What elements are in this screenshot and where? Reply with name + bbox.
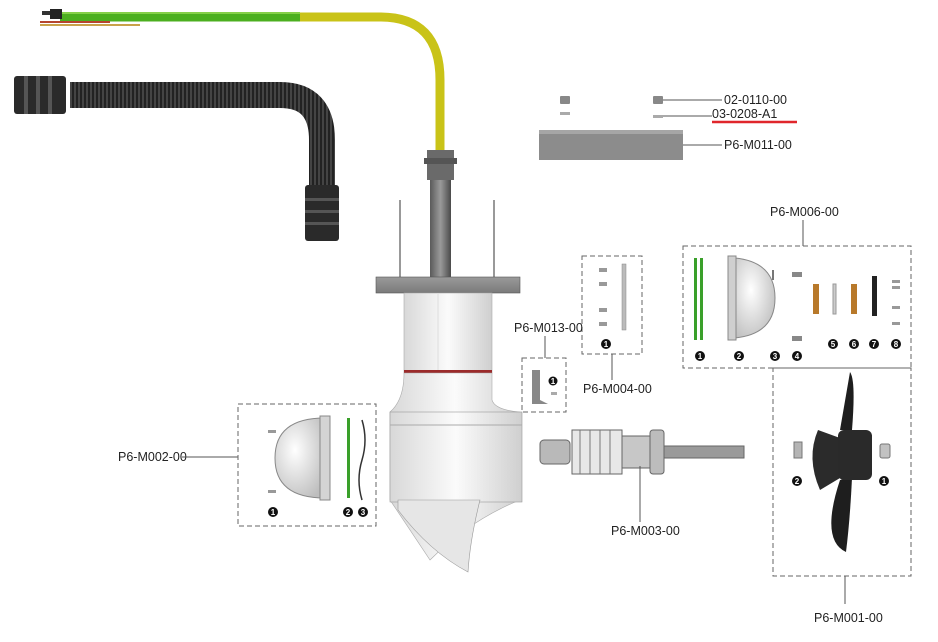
label-p6-m011-00: P6-M011-00 (724, 138, 792, 152)
label-p6-m001-00: P6-M001-00 (814, 611, 883, 625)
kit-m002-parts (268, 415, 366, 501)
label-03-0208-A1: 03-0208-A1 (712, 107, 777, 121)
svg-text:2: 2 (737, 352, 742, 361)
callouts-m002: 1 2 3 (268, 507, 368, 517)
kit-box-m004 (581, 255, 643, 355)
top-hardware (539, 96, 683, 160)
svg-text:1: 1 (882, 477, 887, 486)
label-p6-m002-00: P6-M002-00 (118, 450, 187, 464)
svg-text:2: 2 (346, 508, 351, 517)
power-cable (40, 9, 445, 150)
rotor-shaft-m003 (539, 429, 745, 475)
label-p6-m004-00: P6-M004-00 (583, 382, 652, 396)
svg-text:1: 1 (551, 377, 556, 386)
svg-text:7: 7 (872, 340, 877, 349)
svg-text:4: 4 (795, 352, 800, 361)
svg-text:1: 1 (271, 508, 276, 517)
svg-text:1: 1 (604, 340, 609, 349)
svg-text:3: 3 (773, 352, 778, 361)
kit-box-m013 (521, 357, 567, 413)
label-02-0110-00: 02-0110-00 (724, 93, 787, 107)
kit-box-m002 (237, 403, 377, 527)
kit-box-m001 (772, 367, 912, 577)
mount-assembly (375, 150, 523, 573)
kit-m004-parts: 1 (599, 263, 627, 349)
corrugated-hose (14, 76, 339, 241)
label-p6-m003-00: P6-M003-00 (611, 524, 680, 538)
svg-text:1: 1 (698, 352, 703, 361)
propeller (793, 372, 891, 552)
callouts-m001: 2 1 (792, 476, 889, 486)
label-p6-m006-00: P6-M006-00 (770, 205, 839, 219)
svg-text:3: 3 (361, 508, 366, 517)
svg-text:8: 8 (894, 340, 899, 349)
kit-m013-parts: 1 (532, 370, 558, 404)
kit-m006-parts (694, 255, 900, 341)
callouts-m006: 1 2 3 4 5 6 7 8 (695, 339, 901, 361)
svg-text:6: 6 (852, 340, 857, 349)
svg-text:2: 2 (795, 477, 800, 486)
label-p6-m013-00: P6-M013-00 (514, 321, 583, 335)
svg-text:5: 5 (831, 340, 836, 349)
